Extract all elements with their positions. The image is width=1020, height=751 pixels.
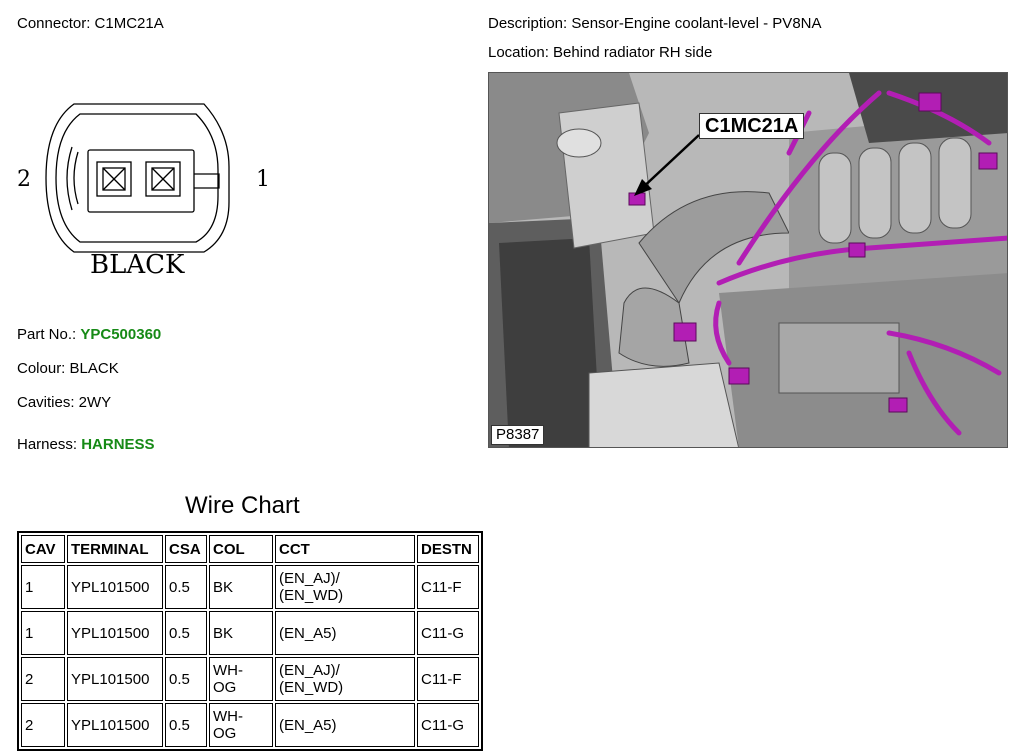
wire-chart-title: Wire Chart: [185, 492, 300, 519]
cell-cct: (EN_A5): [275, 611, 415, 655]
cell-col: WH-OG: [209, 657, 273, 701]
description-label: Description: Sensor-Engine coolant-level…: [488, 15, 822, 32]
cell-cct: (EN_AJ)/(EN_WD): [275, 565, 415, 609]
connector-color-label: BLACK: [90, 250, 185, 280]
photo-reference-label: P8387: [491, 425, 545, 445]
cell-cav: 1: [21, 565, 65, 609]
cell-destn: C11-F: [417, 657, 479, 701]
col-header-destn: DESTN: [417, 535, 479, 563]
colour-label: Colour: BLACK: [17, 360, 119, 377]
table-header-row: CAV TERMINAL CSA COL CCT DESTN: [21, 535, 479, 563]
cell-terminal: YPL101500: [67, 703, 163, 747]
table-row: 2 YPL101500 0.5 WH-OG (EN_AJ)/(EN_WD) C1…: [21, 657, 479, 701]
cell-terminal: YPL101500: [67, 565, 163, 609]
connector-label: Connector: C1MC21A: [17, 15, 164, 32]
table-row: 1 YPL101500 0.5 BK (EN_AJ)/(EN_WD) C11-F: [21, 565, 479, 609]
table-row: 1 YPL101500 0.5 BK (EN_A5) C11-G: [21, 611, 479, 655]
col-header-terminal: TERMINAL: [67, 535, 163, 563]
col-header-cct: CCT: [275, 535, 415, 563]
cell-cav: 2: [21, 703, 65, 747]
cell-cav: 1: [21, 611, 65, 655]
harness-link[interactable]: HARNESS: [81, 436, 155, 453]
cell-cav: 2: [21, 657, 65, 701]
location-photo: C1MC21A P8387: [488, 72, 1008, 448]
cell-destn: C11-G: [417, 611, 479, 655]
cell-csa: 0.5: [165, 611, 207, 655]
col-header-cav: CAV: [21, 535, 65, 563]
cell-destn: C11-F: [417, 565, 479, 609]
cell-csa: 0.5: [165, 657, 207, 701]
photo-callout-label: C1MC21A: [699, 113, 805, 139]
cell-col: BK: [209, 611, 273, 655]
cell-terminal: YPL101500: [67, 657, 163, 701]
connector-face-diagram: 2 1 BLACK: [17, 103, 270, 280]
cell-col: BK: [209, 565, 273, 609]
cell-terminal: YPL101500: [67, 611, 163, 655]
part-number-label: Part No.:: [17, 326, 77, 343]
cell-csa: 0.5: [165, 703, 207, 747]
cell-destn: C11-G: [417, 703, 479, 747]
cell-cct: (EN_A5): [275, 703, 415, 747]
wire-chart-table: CAV TERMINAL CSA COL CCT DESTN 1 YPL1015…: [17, 531, 483, 751]
part-number: Part No.: YPC500360: [17, 326, 161, 343]
cell-col: WH-OG: [209, 703, 273, 747]
part-number-link[interactable]: YPC500360: [80, 326, 162, 343]
pin-2-label: 2: [17, 167, 31, 192]
harness: Harness: HARNESS: [17, 436, 155, 453]
cell-cct: (EN_AJ)/(EN_WD): [275, 657, 415, 701]
table-row: 2 YPL101500 0.5 WH-OG (EN_A5) C11-G: [21, 703, 479, 747]
col-header-col: COL: [209, 535, 273, 563]
col-header-csa: CSA: [165, 535, 207, 563]
cavities-label: Cavities: 2WY: [17, 394, 112, 411]
pin-1-label: 1: [256, 167, 270, 192]
location-label: Location: Behind radiator RH side: [488, 44, 713, 61]
harness-label: Harness:: [17, 436, 78, 453]
cell-csa: 0.5: [165, 565, 207, 609]
